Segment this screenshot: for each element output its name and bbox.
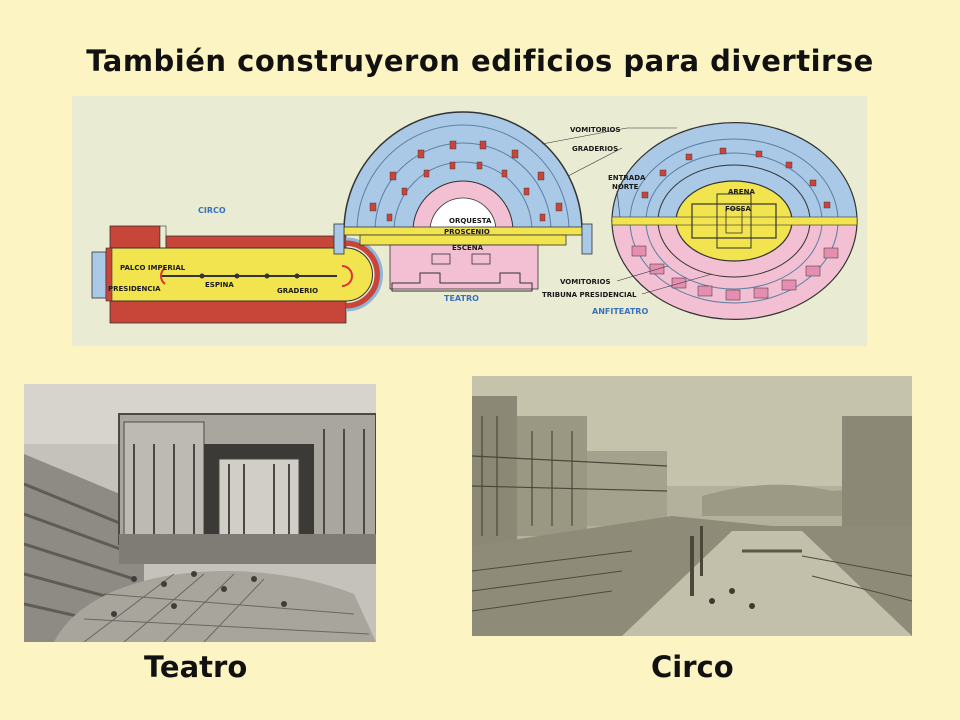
espina-label: ESPINA — [205, 281, 234, 289]
tribuna-presidencial-label: TRIBUNA PRESIDENCIAL — [542, 291, 637, 299]
vomitorios-top-label: VOMITORIOS — [570, 126, 621, 134]
teatro-label: TEATRO — [444, 294, 479, 303]
proscenio-label: PROSCENIO — [444, 228, 490, 236]
escena-label: ESCENA — [452, 244, 484, 252]
graderios-label: GRADERIOS — [572, 145, 618, 153]
presidencia-label: PRESIDENCIA — [108, 285, 161, 293]
norte-label: NORTE — [612, 183, 639, 191]
fossa-label: FOSSA — [725, 205, 752, 213]
teatro-illustration — [24, 384, 376, 642]
teatro-plan: ORQUESTA PROSCENIO ESCENA TEATRO — [333, 111, 593, 303]
slide-title: También construyeron edificios para dive… — [86, 44, 874, 78]
graderio-label: GRADERIO — [277, 287, 318, 295]
arena-label: ARENA — [728, 188, 755, 196]
anfiteatro-label: ANFITEATRO — [592, 307, 648, 316]
circo-caption: Circo — [651, 650, 734, 684]
vomitorios-bottom-label: VOMITORIOS — [560, 278, 611, 286]
orquesta-label: ORQUESTA — [449, 217, 492, 225]
circo-plan: CIRCO PALCO IMPERIAL PRESIDENCIA ESPINA … — [91, 206, 383, 324]
circo-label: CIRCO — [198, 206, 226, 215]
palco-imperial-label: PALCO IMPERIAL — [120, 264, 186, 272]
teatro-caption: Teatro — [144, 650, 248, 684]
architecture-plan-diagram: CIRCO PALCO IMPERIAL PRESIDENCIA ESPINA … — [72, 96, 867, 346]
entrada-label: ENTRADA — [608, 174, 646, 182]
anfiteatro-plan: ARENA FOSSA ANFITEATRO — [592, 121, 858, 321]
circo-illustration — [472, 376, 912, 636]
